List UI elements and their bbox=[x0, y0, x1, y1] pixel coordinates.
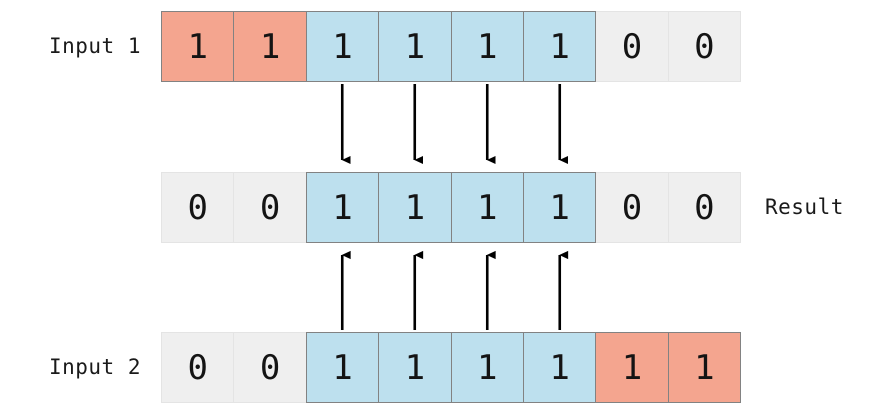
bit-cell: 1 bbox=[378, 11, 452, 82]
bit-cell: 0 bbox=[233, 172, 307, 243]
bit-cell: 1 bbox=[450, 332, 524, 403]
bit-cell: 1 bbox=[161, 11, 235, 82]
bit-cell: 0 bbox=[161, 332, 235, 403]
bit-cell: 1 bbox=[378, 172, 452, 243]
bit-cell: 1 bbox=[522, 172, 597, 243]
row-label-input2: Input 2 bbox=[48, 355, 141, 379]
bit-cell: 1 bbox=[378, 332, 452, 403]
bit-cell: 0 bbox=[595, 11, 669, 82]
bit-cell: 0 bbox=[233, 332, 307, 403]
bit-cell: 1 bbox=[450, 11, 524, 82]
bit-cell: 0 bbox=[667, 11, 741, 82]
bit-cell: 1 bbox=[305, 11, 380, 82]
bit-cell: 1 bbox=[667, 332, 741, 403]
bit-cell: 1 bbox=[305, 172, 380, 243]
bit-cell: 1 bbox=[595, 332, 669, 403]
row-label-result: Result bbox=[765, 195, 844, 219]
bit-cell: 0 bbox=[595, 172, 669, 243]
bit-cell: 0 bbox=[667, 172, 741, 243]
bit-cell: 1 bbox=[522, 11, 597, 82]
bit-row-result: 0 0 1 1 1 1 0 0 bbox=[161, 172, 741, 243]
bit-cell: 1 bbox=[522, 332, 597, 403]
arrows-up-group bbox=[340, 250, 569, 330]
bit-row-input1: 1 1 1 1 1 1 0 0 bbox=[161, 11, 741, 82]
bit-cell: 1 bbox=[233, 11, 307, 82]
bit-cell: 1 bbox=[305, 332, 380, 403]
row-label-input1: Input 1 bbox=[48, 34, 141, 58]
bit-cell: 0 bbox=[161, 172, 235, 243]
bit-row-input2: 0 0 1 1 1 1 1 1 bbox=[161, 332, 741, 403]
bit-cell: 1 bbox=[450, 172, 524, 243]
arrows-down-group bbox=[340, 84, 569, 165]
